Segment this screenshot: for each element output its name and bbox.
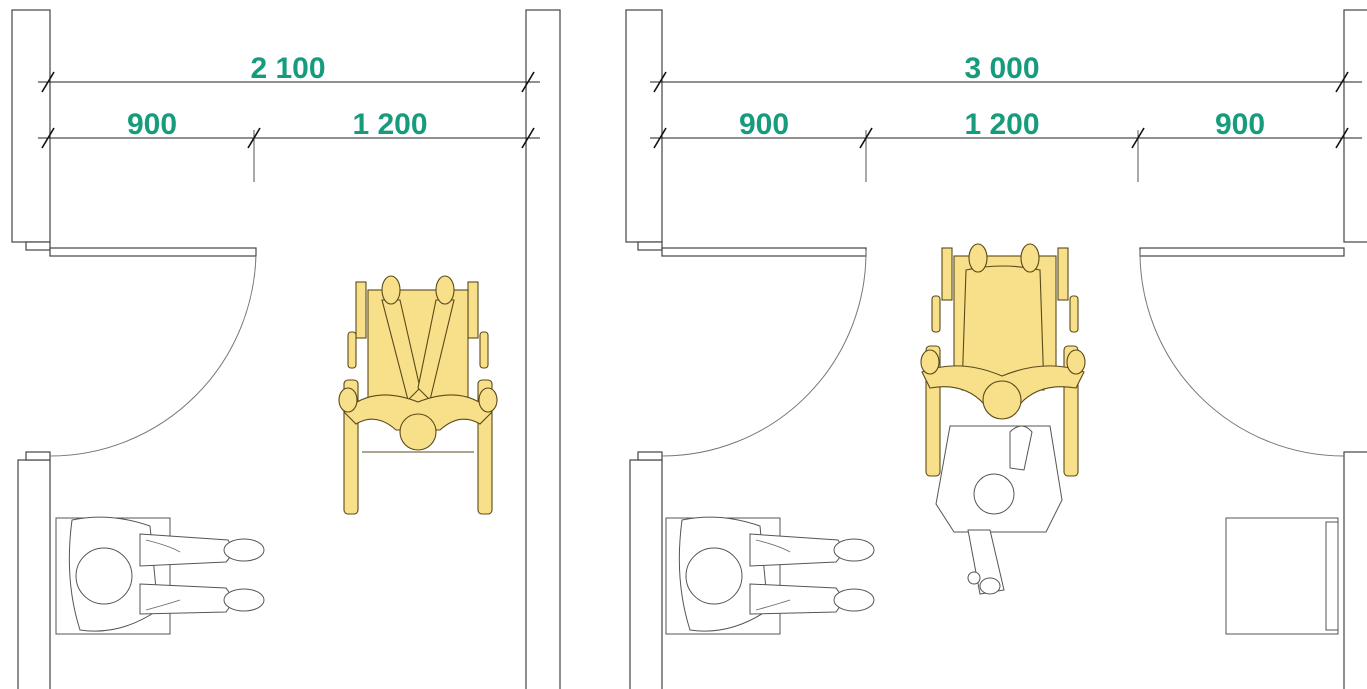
door-swing-arc-right [1139,249,1345,457]
walking-person-icon [935,425,1063,595]
dimension-tick [41,71,55,93]
dimension-tick [41,127,55,149]
wheelchair-handle [467,281,479,339]
door-swing-arc-left [661,249,867,457]
dimension-tick [859,127,873,149]
walking-person-arm [1009,425,1033,471]
dimension-label-total: 2 100 [250,52,325,85]
wall-bottom-left [629,459,663,689]
dimension-label-total: 3 000 [964,52,1039,85]
door-swing-arc [49,249,257,457]
left-plan-walls [11,9,561,689]
dimension-label-segment-1: 900 [739,108,789,141]
seated-person-head [75,547,133,605]
left-plan: 2 100 900 1 200 [11,9,561,689]
wall-top-left [11,9,51,243]
right-plan: 3 000 900 1 200 900 [625,9,1367,689]
door-frame-top-left [661,247,867,257]
dimension-label-segment-2: 1 200 [964,108,1039,141]
wheelchair-handle [941,247,953,301]
wall-notch [25,241,51,251]
seated-person-hand [755,539,791,611]
wall-notch-bottom [25,451,51,461]
seated-person-leg [749,533,842,567]
right-dimensions: 3 000 900 1 200 900 [650,52,1362,182]
wheelchair-user-hand [478,387,498,413]
dimension-tick [653,127,667,149]
wheelchair-handle [355,281,367,339]
wheelchair-brake [1069,295,1079,333]
dimension-tick [653,71,667,93]
empty-chair-seat [1225,517,1339,635]
dimension-tick [1335,71,1349,93]
seated-person-leg [749,583,842,615]
seated-person-leg [139,533,232,567]
dimension-tick [1335,127,1349,149]
dimension-tick [1131,127,1145,149]
door-frame-top [49,247,257,257]
wheelchair-user-foot [381,275,401,305]
seated-person-foot [833,588,875,612]
wheelchair-user-foot [435,275,455,305]
walking-person-hand [967,571,981,585]
wall-notch-bottom [637,451,663,461]
dimension-tick [521,127,535,149]
wall-right [525,9,561,689]
dimension-label-segment-2: 1 200 [352,108,427,141]
wheelchair-user-hand [920,349,940,375]
wheelchair-handle [1057,247,1069,301]
wall-notch [637,241,663,251]
wheelchair-user-hand [1066,349,1086,375]
wall-bottom-right [1343,451,1367,689]
dimension-label-segment-1: 900 [127,108,177,141]
seated-person-foot [833,538,875,562]
wheelchair-seat [367,289,469,411]
seated-person-icon [665,516,875,635]
wheelchair-user-hand [338,387,358,413]
wall-top-right [1343,9,1367,243]
wall-top-left [625,9,663,243]
wheelchair-brake [479,331,489,369]
left-dimensions: 2 100 900 1 200 [38,52,540,182]
door-frame-top-right [1139,247,1345,257]
wheelchair-user-icon [920,243,1086,477]
wheelchair-user-shoulder [968,243,988,273]
seated-person-foot [223,538,265,562]
seated-person-icon [55,516,265,635]
seated-person-foot [223,588,265,612]
walking-person-head [973,473,1015,515]
wheelchair-brake [347,331,357,369]
wheelchair-user-shoulder [1020,243,1040,273]
wheelchair-user-icon [338,275,498,515]
dimension-tick [521,71,535,93]
wheelchair-user-head [399,413,437,451]
wheelchair-brake [931,295,941,333]
dimension-label-segment-3: 900 [1215,108,1265,141]
wheelchair-user-torso [343,394,493,431]
seated-person-head [685,547,743,605]
empty-chair-icon [1225,517,1339,635]
seated-person-hand [145,539,181,611]
wheelchair-user-head [982,380,1022,420]
empty-chair-back [1325,521,1339,631]
right-plan-walls [625,9,1367,689]
seated-person-leg [139,583,232,615]
wall-bottom-left [17,459,51,689]
dimension-tick [247,127,261,149]
walking-person-foot [979,577,1001,595]
